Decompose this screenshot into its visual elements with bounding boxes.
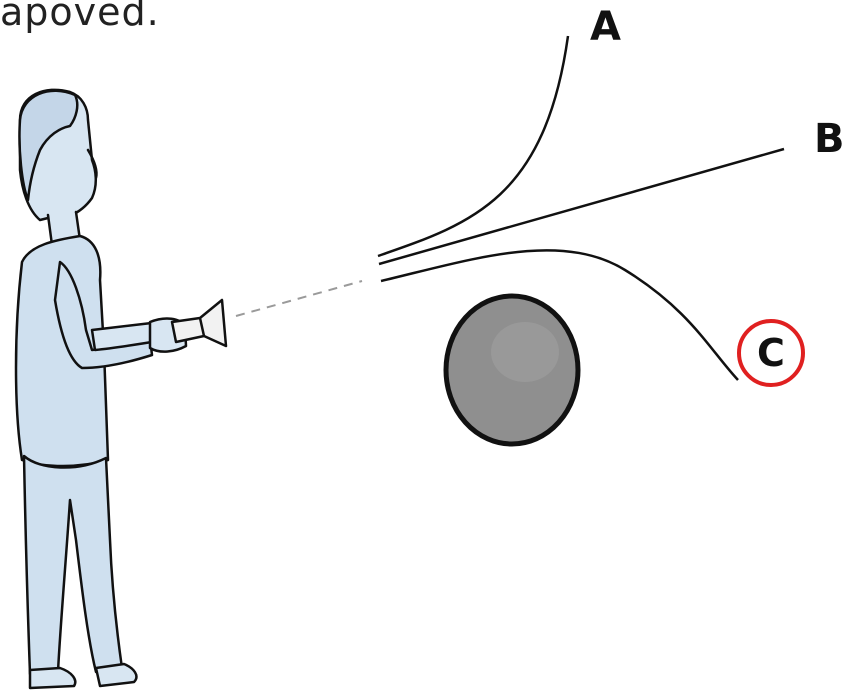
caption-text: apoved. [0, 0, 160, 34]
ball [443, 293, 581, 447]
light-beam-dashed [235, 280, 363, 317]
path-c [380, 249, 739, 381]
label-a: A [590, 4, 621, 50]
answer-highlight-ring [737, 319, 805, 387]
path-b [378, 147, 785, 266]
person-foot-right [94, 662, 138, 688]
person-arm-upper [53, 260, 154, 370]
person-hair [18, 89, 79, 202]
label-c: C [757, 331, 785, 375]
person-legs [22, 454, 124, 676]
person-figure [14, 88, 188, 690]
person-foot-left [28, 666, 77, 690]
path-a [377, 35, 570, 258]
label-b: B [814, 116, 845, 162]
flashlight [170, 298, 228, 348]
